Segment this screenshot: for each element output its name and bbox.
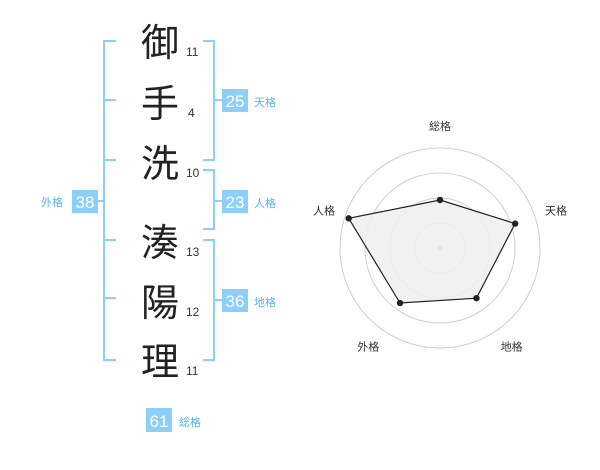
stroke-count-5: 12 xyxy=(186,305,200,319)
tenkaku-value: 25 xyxy=(226,92,245,111)
jinkaku-bracket xyxy=(203,169,222,230)
radar-ring xyxy=(339,147,541,349)
stroke-count-1: 11 xyxy=(186,45,199,59)
name-char-6: 理 xyxy=(141,340,179,384)
soukaku-badge: 61 総格 xyxy=(146,408,201,432)
name-char-3: 洗 xyxy=(141,142,179,186)
soukaku-value: 61 xyxy=(150,412,169,431)
gaikaku-value: 38 xyxy=(76,193,95,212)
stroke-count-2: 4 xyxy=(188,106,195,120)
radar-axis-label: 人格 xyxy=(313,203,335,217)
radar-ring xyxy=(364,172,516,324)
radar-point xyxy=(473,294,480,302)
chikaku-label: 地格 xyxy=(254,295,276,309)
chikaku-value: 36 xyxy=(226,292,245,311)
radar-point xyxy=(436,196,444,204)
jinkaku-value: 23 xyxy=(226,193,245,212)
radar-polygon xyxy=(347,199,516,304)
soukaku-label: 総格 xyxy=(179,415,201,429)
jinkaku-badge: 23 人格 xyxy=(222,190,276,213)
stroke-count-3: 10 xyxy=(186,166,200,180)
chikaku-bracket xyxy=(203,239,222,361)
stroke-count-6: 11 xyxy=(186,364,199,378)
gaikaku-badge: 外格 38 xyxy=(41,190,98,213)
radar-point xyxy=(345,215,352,222)
name-char-2: 手 xyxy=(141,82,179,126)
jinkaku-label: 人格 xyxy=(254,196,276,210)
tenkaku-badge: 25 天格 xyxy=(222,89,276,112)
radar-point xyxy=(511,220,519,227)
radar-axis-label: 外格 xyxy=(357,340,379,354)
name-char-1: 御 xyxy=(141,21,179,65)
tenkaku-bracket xyxy=(203,40,222,161)
chikaku-badge: 36 地格 xyxy=(222,289,276,312)
name-char-4: 湊 xyxy=(141,221,179,265)
gaikaku-label: 外格 xyxy=(41,195,63,209)
radar-axis-label: 地格 xyxy=(501,340,523,354)
stroke-count-4: 13 xyxy=(186,245,200,259)
tenkaku-label: 天格 xyxy=(254,95,276,109)
radar-axis-label: 天格 xyxy=(545,203,567,217)
name-char-5: 陽 xyxy=(141,281,179,325)
radar-axis-label: 総格 xyxy=(429,119,451,133)
radar-point xyxy=(396,299,404,307)
